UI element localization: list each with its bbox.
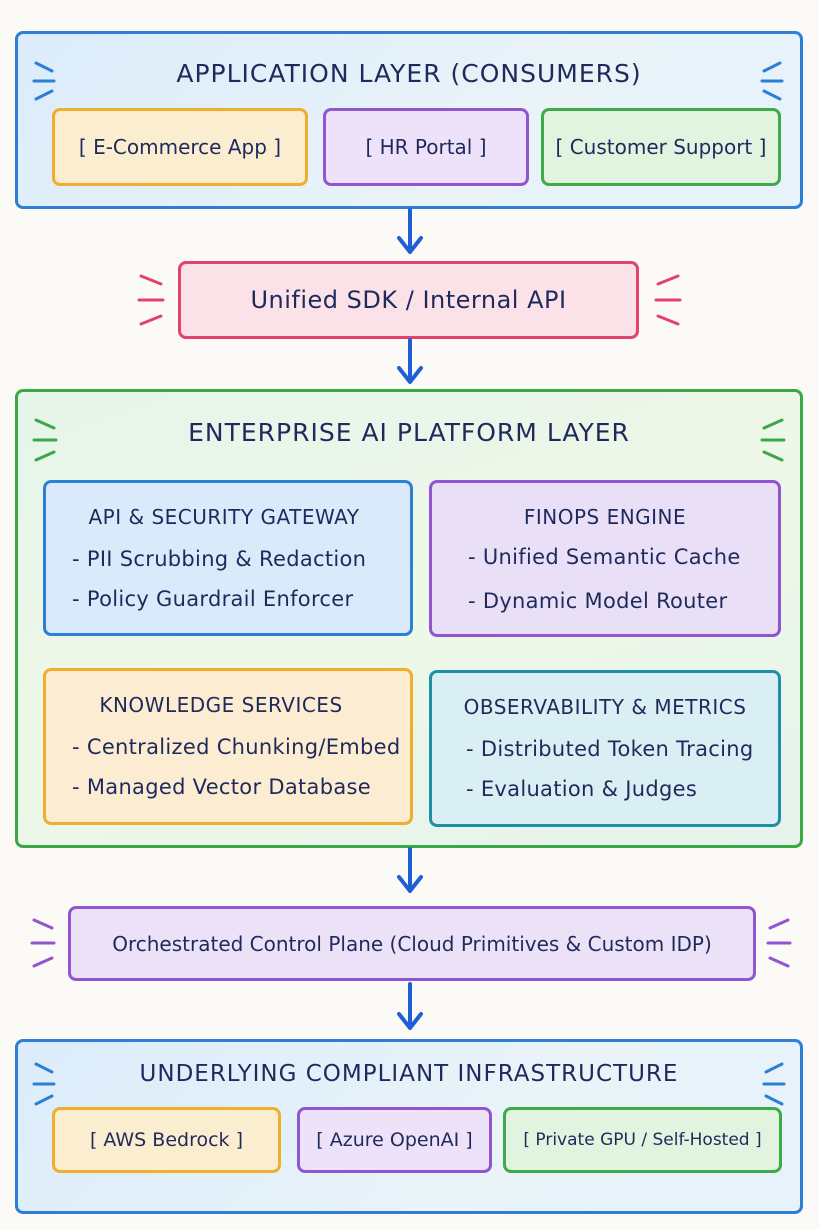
application-layer-accent-right xyxy=(760,61,784,101)
sdk-accent-right xyxy=(654,274,682,326)
control-plane-box: Orchestrated Control Plane (Cloud Primit… xyxy=(68,906,756,981)
provider-private-gpu: [ Private GPU / Self-Hosted ] xyxy=(503,1107,782,1173)
module-observability-metrics: OBSERVABILITY & METRICS - Distributed To… xyxy=(429,670,781,827)
application-layer: APPLICATION LAYER (CONSUMERS) [ E-Commer… xyxy=(15,31,803,209)
infrastructure-layer-title: UNDERLYING COMPLIANT INFRASTRUCTURE xyxy=(139,1061,679,1087)
application-layer-accent-left xyxy=(32,61,56,101)
module-item: - Dynamic Model Router xyxy=(468,589,728,613)
module-item: - Evaluation & Judges xyxy=(466,777,698,801)
module-title: OBSERVABILITY & METRICS xyxy=(463,695,747,719)
sdk-accent-left xyxy=(137,274,165,326)
provider-aws-bedrock: [ AWS Bedrock ] xyxy=(52,1107,281,1173)
control-plane-accent-right xyxy=(766,918,792,968)
provider-azure-openai: [ Azure OpenAI ] xyxy=(297,1107,492,1173)
module-title: API & SECURITY GATEWAY xyxy=(88,505,360,529)
arrow-app-to-sdk xyxy=(397,208,423,254)
arrow-control-plane-to-infra xyxy=(397,982,423,1030)
unified-sdk-box: Unified SDK / Internal API xyxy=(178,261,639,339)
module-item: - Centralized Chunking/Embed xyxy=(72,735,401,759)
infrastructure-layer: UNDERLYING COMPLIANT INFRASTRUCTURE [ AW… xyxy=(15,1039,803,1214)
module-api-security-gateway: API & SECURITY GATEWAY - PII Scrubbing &… xyxy=(43,480,413,636)
enterprise-ai-platform-layer: ENTERPRISE AI PLATFORM LAYER API & SECUR… xyxy=(15,389,803,848)
app-ecommerce: [ E-Commerce App ] xyxy=(52,108,308,186)
module-item: - PII Scrubbing & Redaction xyxy=(72,547,367,571)
module-knowledge-services: KNOWLEDGE SERVICES - Centralized Chunkin… xyxy=(43,668,413,825)
module-item: - Unified Semantic Cache xyxy=(468,545,741,569)
platform-layer-title: ENTERPRISE AI PLATFORM LAYER xyxy=(188,418,630,447)
platform-layer-accent-right xyxy=(760,418,786,462)
module-title: FINOPS ENGINE xyxy=(523,505,687,529)
arrow-sdk-to-platform xyxy=(397,338,423,384)
module-finops-engine: FINOPS ENGINE - Unified Semantic Cache -… xyxy=(429,480,781,637)
infrastructure-layer-accent-right xyxy=(762,1062,786,1106)
application-layer-title: APPLICATION LAYER (CONSUMERS) xyxy=(176,59,642,88)
module-title: KNOWLEDGE SERVICES xyxy=(99,693,343,717)
control-plane-accent-left xyxy=(30,918,56,968)
app-hr-portal: [ HR Portal ] xyxy=(323,108,529,186)
arrow-platform-to-control-plane xyxy=(397,847,423,893)
module-item: - Distributed Token Tracing xyxy=(466,737,754,761)
app-customer-support: [ Customer Support ] xyxy=(541,108,781,186)
module-item: - Managed Vector Database xyxy=(72,775,371,799)
platform-layer-accent-left xyxy=(32,418,58,462)
infrastructure-layer-accent-left xyxy=(32,1062,56,1106)
module-item: - Policy Guardrail Enforcer xyxy=(72,587,354,611)
